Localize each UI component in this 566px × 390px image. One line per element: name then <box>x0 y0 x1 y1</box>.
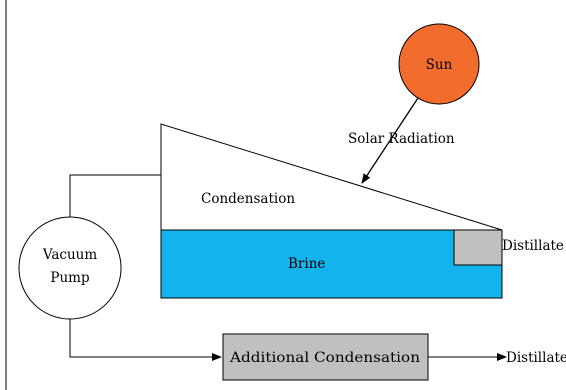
condensation-label: Condensation <box>201 191 295 207</box>
solar-radiation-label: Solar Radiation <box>348 131 455 147</box>
sun-circle <box>398 23 480 105</box>
sun-label: Sun <box>426 57 453 73</box>
pump-to-condensation-pipe <box>69 313 222 361</box>
vacuum-pump-label-line1: Vacuum <box>42 247 98 263</box>
distillate-collector-label: Distillate <box>502 238 564 254</box>
vacuum-pump-circle <box>18 216 122 320</box>
solar-radiation-arrow <box>361 97 419 184</box>
distillate-output-label: Distillate <box>506 350 566 366</box>
brine-label: Brine <box>288 256 325 272</box>
brine-tank <box>160 229 503 299</box>
additional-condensation-box <box>222 333 429 381</box>
additional-condensation-label: Additional Condensation <box>229 350 420 366</box>
chamber-to-pump-pipe <box>69 174 161 222</box>
distillate-collector <box>453 229 503 266</box>
vacuum-pump-label-line2: Pump <box>50 270 89 286</box>
